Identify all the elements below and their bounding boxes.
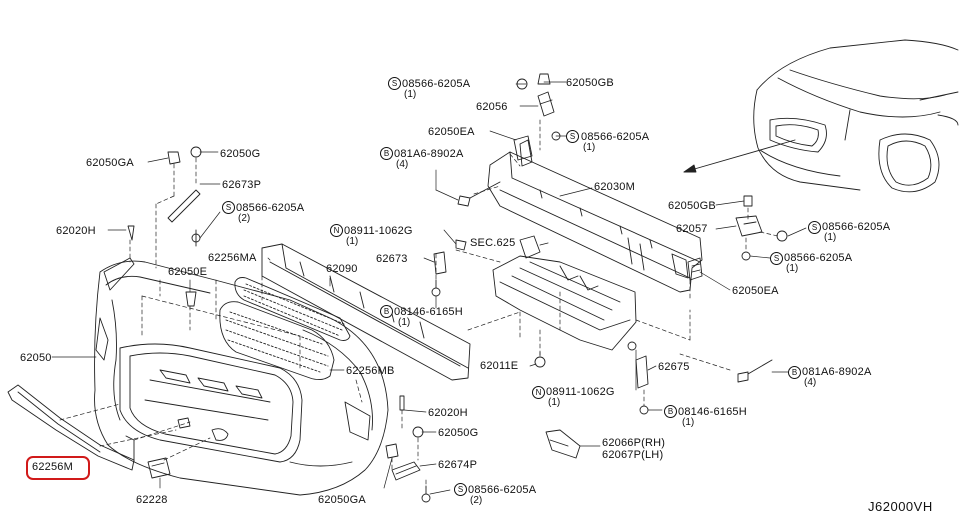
part-label-08146-6165H[interactable]: 08146-6165H (678, 406, 747, 418)
part-label-62050E[interactable]: 62050E (168, 266, 208, 278)
part-qty: (1) (583, 142, 596, 153)
part-label-62067P[interactable]: 62067P(LH) (602, 449, 664, 461)
part-label-62056[interactable]: 62056 (476, 101, 508, 113)
figure-id: J62000VH (868, 499, 933, 514)
under-cover (492, 235, 637, 351)
part-label-08566-6205A[interactable]: 08566-6205A (402, 78, 471, 90)
part-qty: (1) (404, 89, 417, 100)
bolt-badge: B (664, 405, 677, 418)
bracket-62050EA-right (687, 257, 703, 281)
part-label-62050GA[interactable]: 62050GA (86, 157, 134, 169)
strip-62673P (167, 189, 201, 223)
part-label-08566-6205A[interactable]: 08566-6205A (822, 221, 891, 233)
part-qty: (1) (824, 232, 837, 243)
part-label-62228[interactable]: 62228 (136, 494, 168, 506)
bracket-62673 (433, 251, 447, 275)
part-label-62030M[interactable]: 62030M (594, 181, 635, 193)
part-qty: (4) (804, 377, 817, 388)
part-label-081A6-8902A[interactable]: 081A6-8902A (802, 366, 872, 378)
screw-badge: S (808, 221, 821, 234)
part-label-62011E[interactable]: 62011E (480, 360, 519, 372)
highlighted-part-outline (26, 456, 90, 480)
part-label-62256MA[interactable]: 62256MA (208, 252, 257, 264)
fasteners (127, 73, 788, 503)
part-label-62090[interactable]: 62090 (326, 263, 358, 275)
cap-62228 (147, 457, 171, 479)
nut-badge: N (330, 224, 343, 237)
part-label-08911-1062G[interactable]: 08911-1062G (344, 225, 413, 237)
part-label-08566-6205A[interactable]: 08566-6205A (581, 131, 650, 143)
part-label-62020H[interactable]: 62020H (428, 407, 468, 419)
bracket-62056 (537, 91, 555, 117)
direction-arrow (683, 139, 796, 173)
part-qty: (1) (346, 236, 359, 247)
alignment-guides (59, 119, 779, 489)
part-label-62050GB[interactable]: 62050GB (668, 200, 716, 212)
part-label-62673P[interactable]: 62673P (222, 179, 262, 191)
part-label-62066P[interactable]: 62066P(RH) (602, 437, 666, 449)
bumper-reinforcement-beam (487, 139, 703, 293)
part-qty: (1) (548, 397, 561, 408)
part-label-08911-1062G[interactable]: 08911-1062G (546, 386, 615, 398)
bracket-62050EA-top (513, 135, 533, 161)
vehicle-outline-illustration (753, 39, 959, 193)
screw-badge: S (770, 252, 783, 265)
part-label-62673[interactable]: 62673 (376, 253, 408, 265)
part-qty: (2) (238, 213, 251, 224)
bracket-62674P (391, 461, 421, 481)
upper-grille-mesh (234, 277, 351, 341)
part-label-62050[interactable]: 62050 (20, 352, 52, 364)
part-label-08146-6165H[interactable]: 08146-6165H (394, 306, 463, 318)
bolt-badge: B (380, 147, 393, 160)
screw-badge: S (222, 201, 235, 214)
lower-grille-mesh (219, 301, 335, 381)
leader-lines (51, 81, 807, 495)
screw-badge: S (454, 483, 467, 496)
part-qty: (1) (786, 263, 799, 274)
part-label-62057[interactable]: 62057 (676, 223, 708, 235)
part-label-62256MB[interactable]: 62256MB (346, 365, 395, 377)
bracket-62020H-left (103, 257, 135, 291)
front-bumper-fascia (94, 260, 389, 496)
screw-badge: S (388, 77, 401, 90)
bolt-badge: B (380, 305, 393, 318)
part-qty: (2) (470, 495, 483, 506)
nut-badge: N (532, 386, 545, 399)
part-label-08566-6205A[interactable]: 08566-6205A (468, 484, 537, 496)
bracket-62675 (635, 355, 649, 389)
bracket-62066P (545, 429, 581, 459)
part-label-08566-6205A[interactable]: 08566-6205A (784, 252, 853, 264)
bolt-badge: B (788, 366, 801, 379)
bracket-62057 (735, 215, 763, 237)
part-label-08566-6205A[interactable]: 08566-6205A (236, 202, 305, 214)
part-label-62050EA[interactable]: 62050EA (428, 126, 475, 138)
part-label-62050GB[interactable]: 62050GB (566, 77, 614, 89)
part-label-62050G[interactable]: 62050G (438, 427, 479, 439)
part-label-62050GA[interactable]: 62050GA (318, 494, 366, 506)
part-label-62050EA[interactable]: 62050EA (732, 285, 779, 297)
part-label-081A6-8902A[interactable]: 081A6-8902A (394, 148, 464, 160)
screw-badge: S (566, 130, 579, 143)
part-qty: (4) (396, 159, 409, 170)
part-label-62675[interactable]: 62675 (658, 361, 690, 373)
part-label-62050G[interactable]: 62050G (220, 148, 261, 160)
part-label-62256M[interactable]: 62256M (32, 461, 73, 473)
part-label-62020H[interactable]: 62020H (56, 225, 96, 237)
part-qty: (1) (398, 317, 411, 328)
part-qty: (1) (682, 417, 695, 428)
part-label-62674P[interactable]: 62674P (438, 459, 478, 471)
part-label-sec-625[interactable]: SEC.625 (470, 237, 516, 249)
